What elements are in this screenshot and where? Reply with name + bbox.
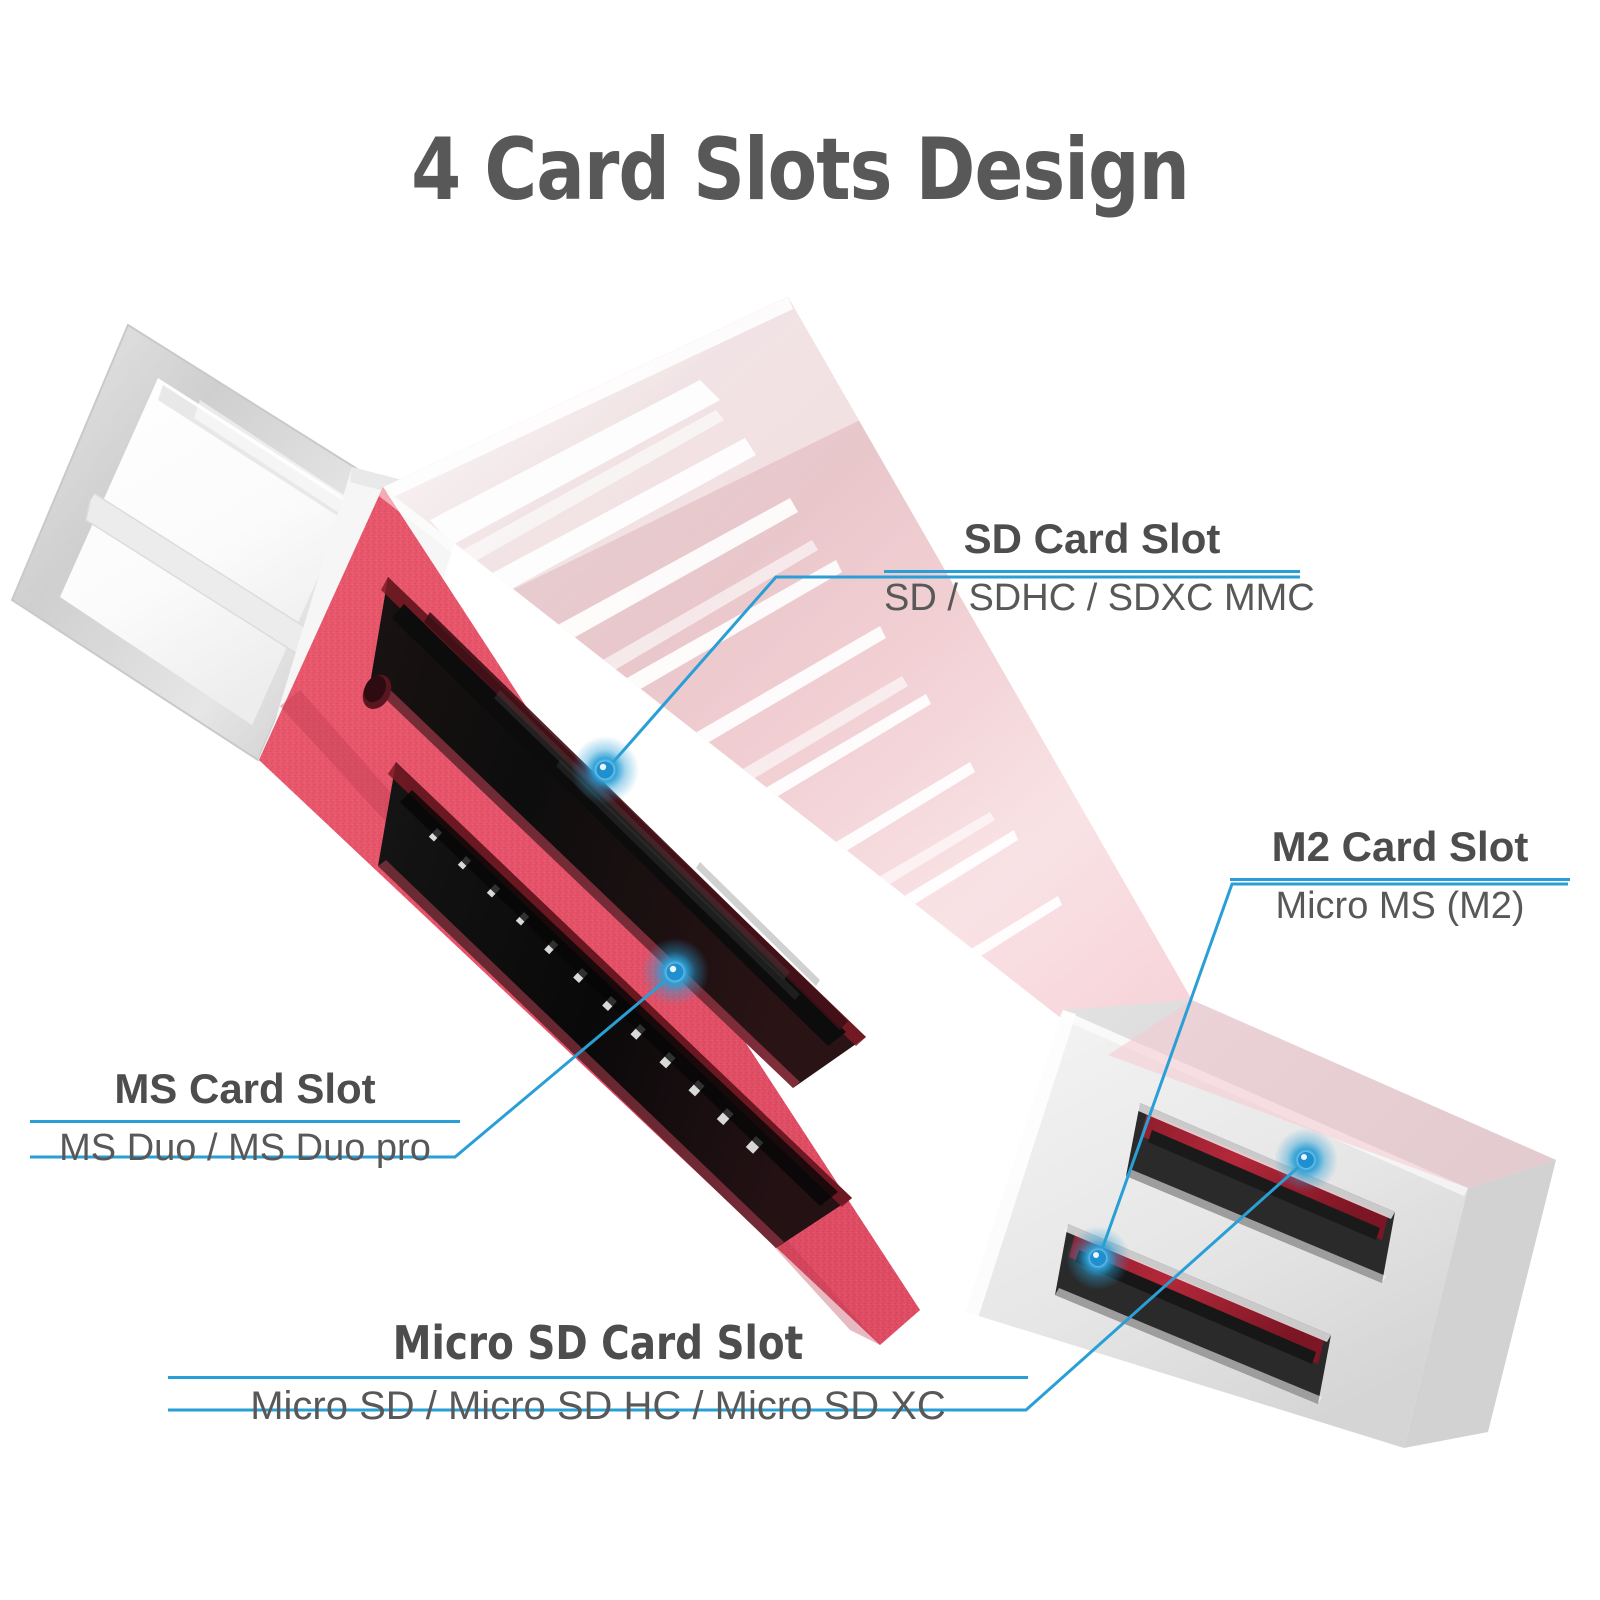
callout-micro-sd-rule — [168, 1376, 1028, 1379]
callout-m2-rule — [1230, 878, 1570, 881]
callout-m2-card-slot: M2 Card Slot Micro MS (M2) — [1230, 826, 1570, 929]
callout-sd-card-slot: SD Card Slot SD / SDHC / SDXC MMC — [884, 515, 1315, 621]
callout-micro-sd-card-slot: Micro SD Card Slot Micro SD / Micro SD H… — [168, 1320, 1028, 1429]
usb-a-connector — [10, 323, 458, 790]
callout-ms-card-slot: MS Card Slot MS Duo / MS Duo pro — [30, 1068, 460, 1171]
led-indicator-hole — [362, 674, 392, 710]
callout-sd-subtitle: SD / SDHC / SDXC MMC — [884, 577, 1315, 619]
callout-sd-rule — [884, 570, 1300, 573]
callout-sd-heading: SD Card Slot — [963, 515, 1221, 562]
callout-micro-sd-subtitle: Micro SD / Micro SD HC / Micro SD XC — [250, 1384, 946, 1428]
callout-ms-heading: MS Card Slot — [114, 1065, 376, 1112]
callout-m2-heading: M2 Card Slot — [1271, 823, 1529, 870]
page-title: 4 Card Slots Design — [411, 120, 1190, 220]
callout-ms-subtitle: MS Duo / MS Duo pro — [59, 1127, 431, 1169]
callout-m2-subtitle: Micro MS (M2) — [1275, 885, 1525, 927]
callout-ms-rule — [30, 1120, 460, 1123]
callout-micro-sd-heading: Micro SD Card Slot — [392, 1316, 804, 1370]
